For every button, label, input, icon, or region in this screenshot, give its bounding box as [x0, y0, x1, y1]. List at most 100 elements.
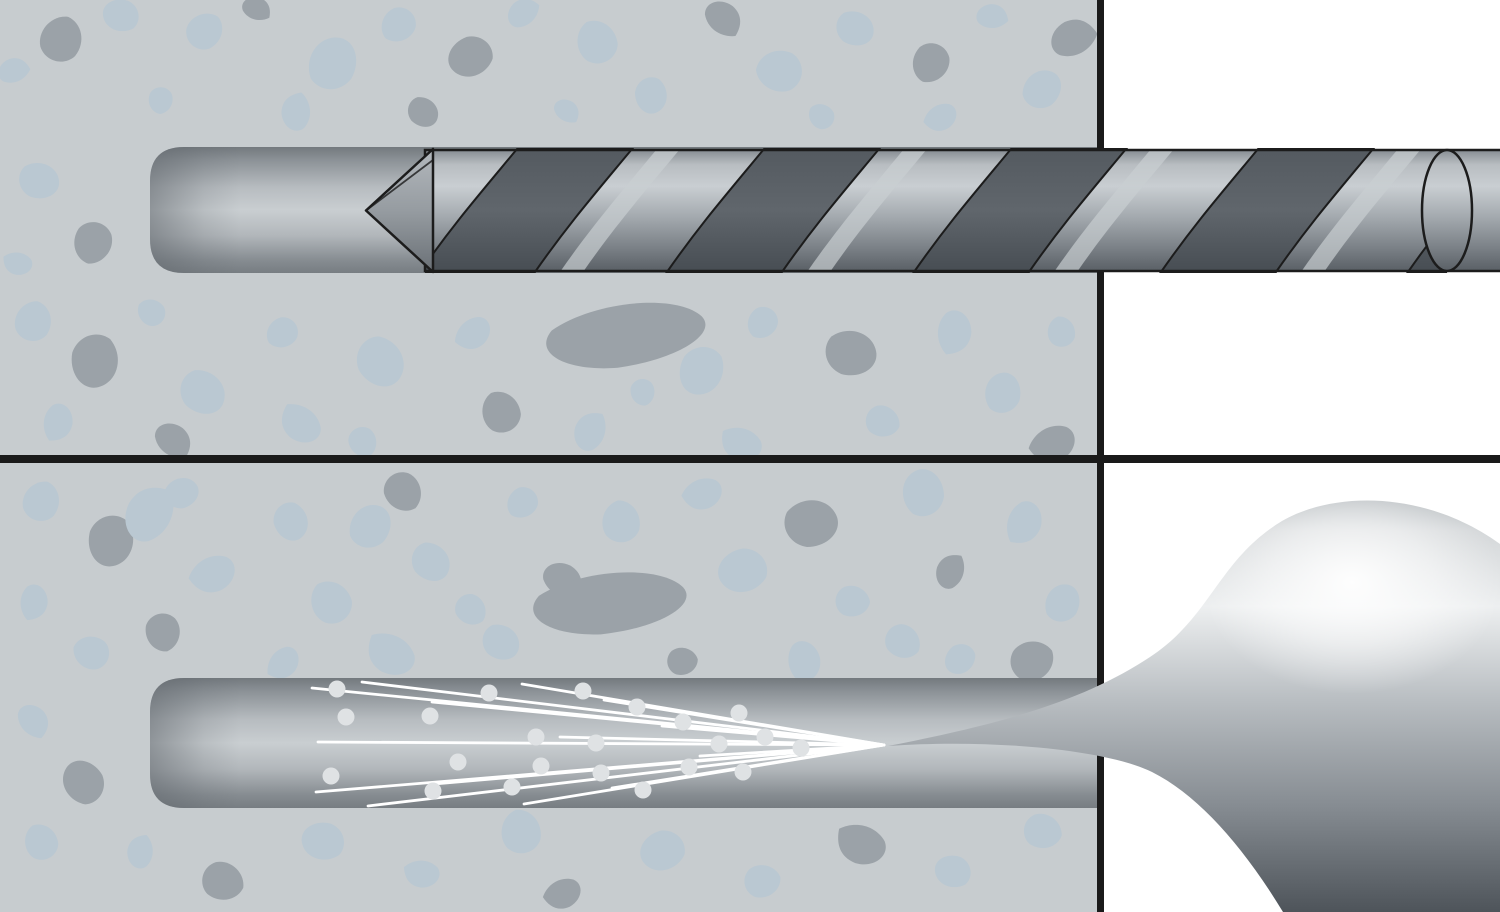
drill-flutes — [425, 148, 1447, 273]
aggregate-speckle — [533, 572, 687, 635]
aggregate-speckle — [88, 515, 134, 567]
aggregate-speckle — [74, 222, 113, 264]
aggregate-speckle — [20, 584, 48, 621]
aggregate-speckle — [22, 481, 59, 521]
aggregate-speckle — [186, 13, 223, 50]
aggregate-speckle — [546, 302, 706, 369]
aggregate-speckle — [14, 301, 51, 341]
aggregate-speckle — [809, 104, 835, 130]
aggregate-speckle — [1024, 813, 1062, 849]
blow-out-bulb — [888, 470, 1500, 912]
aggregate-speckle — [348, 427, 377, 455]
aggregate-speckle — [747, 306, 779, 338]
dust-particle — [574, 682, 592, 700]
aggregate-speckle — [242, 0, 270, 20]
dust-particles — [322, 680, 810, 800]
aggregate-speckle — [865, 405, 900, 437]
dust-particle — [792, 739, 810, 757]
aggregate-speckle — [138, 299, 166, 327]
aggregate-speckle — [309, 37, 357, 90]
dust-particle — [587, 734, 605, 752]
air-line — [698, 743, 886, 758]
dust-particle — [730, 704, 748, 722]
aggregate-speckle — [574, 413, 606, 451]
aggregate-speckle — [454, 317, 490, 349]
aggregate-speckle — [937, 310, 972, 355]
aggregate-speckle — [1051, 19, 1097, 57]
dust-particle — [634, 781, 652, 799]
aggregate-speckle — [73, 636, 110, 670]
aggregate-speckle — [202, 861, 244, 900]
flute-land-highlight — [1054, 149, 1174, 272]
aggregate-speckles — [0, 0, 1097, 455]
aggregate-speckle — [936, 555, 965, 589]
dust-particle — [480, 684, 498, 702]
aggregate-speckle — [148, 87, 173, 114]
aggregate-speckle — [903, 469, 945, 517]
aggregate-speckle — [681, 478, 722, 510]
aggregate-speckle — [945, 644, 976, 674]
aggregate-speckle — [0, 58, 31, 83]
aggregate-speckle — [455, 594, 486, 625]
aggregate-speckle — [356, 336, 404, 387]
aggregate-speckle — [985, 372, 1021, 413]
hole-end-shadow — [150, 678, 240, 808]
aggregate-speckle — [838, 824, 886, 865]
aggregate-speckle — [411, 542, 450, 581]
dust-particle — [628, 698, 646, 716]
aggregate-speckle — [835, 585, 870, 617]
aggregate-speckle — [403, 860, 440, 888]
drill-tip-edge — [365, 159, 434, 212]
aggregate-speckle — [1028, 425, 1075, 455]
aggregate-speckle — [301, 822, 344, 860]
dust-particle — [674, 713, 692, 731]
drill-tip — [364, 147, 435, 274]
dust-particle — [337, 708, 355, 726]
aggregate-speckle — [507, 487, 538, 518]
flute-land-highlight — [1301, 149, 1421, 272]
aggregate-speckle — [976, 4, 1009, 28]
aggregate-speckle — [281, 404, 321, 443]
aggregate-speckle — [407, 97, 438, 127]
aggregate-speckle — [501, 809, 541, 854]
aggregate-speckle — [368, 633, 415, 675]
panel-divider-horizontal — [0, 455, 1500, 463]
dust-particle — [328, 680, 346, 698]
air-line — [432, 743, 886, 786]
dust-particle — [424, 782, 442, 800]
aggregate-speckle — [722, 427, 762, 455]
aggregate-speckle — [554, 99, 579, 123]
aggregate-speckle — [1047, 316, 1076, 347]
aggregate-speckle — [311, 581, 352, 624]
aggregate-speckle — [784, 500, 838, 547]
aggregate-speckle — [102, 0, 139, 32]
dust-particle — [532, 757, 550, 775]
aggregate-speckle — [577, 20, 618, 64]
dust-particle — [322, 767, 340, 785]
panel-step-blow-out — [0, 463, 1100, 912]
aggregate-speckle — [267, 646, 299, 679]
aggregate-speckle — [448, 36, 493, 77]
aggregate-speckle — [667, 647, 698, 675]
aggregate-speckle — [630, 379, 655, 406]
aggregate-speckle — [125, 487, 174, 542]
aggregate-speckle — [19, 163, 60, 199]
aggregate-speckle — [39, 16, 82, 62]
aggregate-speckle — [63, 760, 104, 805]
aggregate-speckle — [934, 855, 971, 888]
aggregate-speckle — [381, 7, 416, 42]
aggregate-speckle — [508, 0, 540, 28]
aggregate-speckle — [1022, 70, 1061, 109]
dust-particle — [592, 764, 610, 782]
aggregate-speckle — [923, 103, 957, 131]
aggregate-speckle — [885, 624, 920, 658]
aggregate-speckle — [145, 613, 180, 652]
aggregate-speckle — [679, 346, 724, 395]
aggregate-speckle — [1007, 501, 1042, 543]
aggregate-speckle — [273, 502, 308, 541]
aggregate-speckle — [912, 43, 950, 83]
dust-particle — [527, 728, 545, 746]
aggregate-speckle — [180, 370, 225, 414]
